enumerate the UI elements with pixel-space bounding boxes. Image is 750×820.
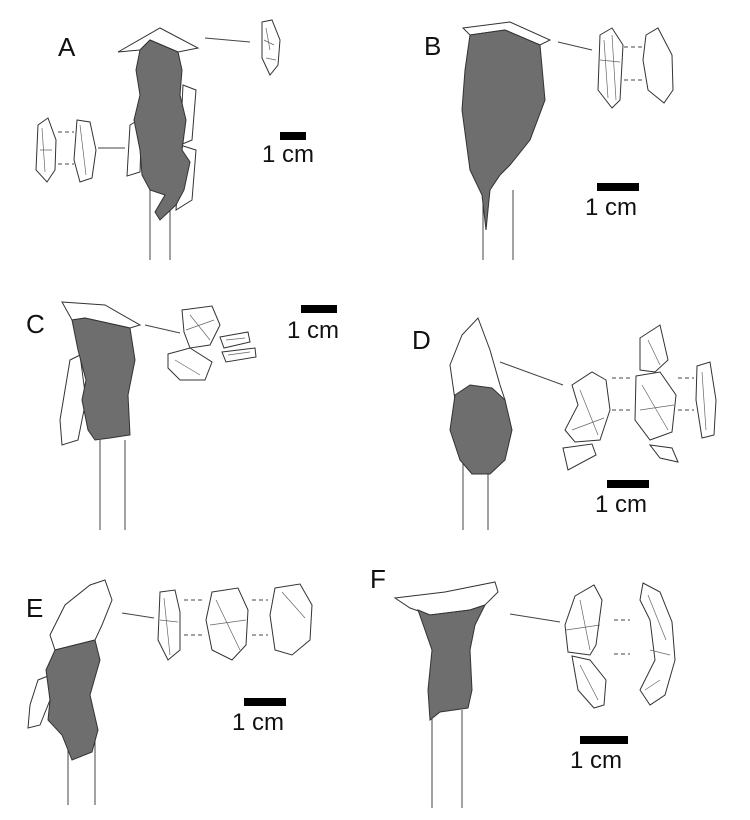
scale-bar-f bbox=[580, 736, 628, 744]
panel-label-e: E bbox=[26, 593, 44, 623]
panel-c-drawing bbox=[59, 301, 257, 530]
scale-bar-d bbox=[607, 480, 649, 488]
scale-bar-e bbox=[244, 698, 286, 706]
scale-bar-b bbox=[597, 183, 639, 191]
panel-d-drawing bbox=[449, 317, 717, 530]
panel-f-drawing bbox=[393, 581, 676, 808]
panel-b-drawing bbox=[461, 21, 674, 260]
scale-label-e: 1 cm bbox=[232, 709, 285, 736]
scale-label-f: 1 cm bbox=[570, 747, 623, 774]
panel-label-d: D bbox=[412, 325, 431, 355]
scale-label-c: 1 cm bbox=[287, 317, 340, 344]
panel-a-drawing bbox=[35, 19, 281, 260]
scale-bar-c bbox=[301, 305, 337, 313]
scale-bar-a bbox=[280, 132, 306, 140]
scale-label-b: 1 cm bbox=[585, 194, 638, 221]
panel-label-c: C bbox=[26, 309, 45, 339]
scale-label-a: 1 cm bbox=[262, 141, 315, 168]
panel-label-f: F bbox=[370, 564, 386, 594]
panel-label-b: B bbox=[424, 31, 442, 61]
scale-label-d: 1 cm bbox=[595, 491, 648, 518]
panel-label-a: A bbox=[58, 32, 76, 62]
panel-e-drawing bbox=[27, 579, 313, 805]
